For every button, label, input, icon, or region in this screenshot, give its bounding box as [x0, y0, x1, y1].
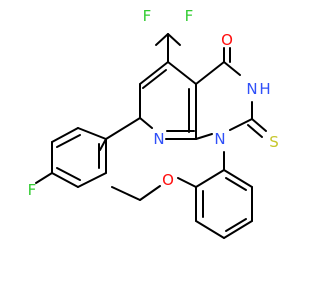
bond [51, 127, 79, 143]
aryl-fluorine-atom-label: F [28, 181, 37, 199]
pyridine-nitrogen-atom-label: N [153, 130, 164, 148]
bond [139, 185, 161, 201]
bond-layer [35, 33, 267, 239]
ether-oxygen-atom-label: O [162, 171, 174, 189]
bond [223, 220, 253, 239]
bond [229, 118, 253, 131]
bond [195, 220, 225, 239]
bond [56, 134, 81, 148]
bond [142, 69, 167, 89]
bond [139, 61, 169, 85]
bond [251, 118, 267, 132]
bond [167, 33, 181, 46]
hydrogen-atom-label: H [259, 80, 270, 98]
bond [167, 61, 197, 85]
bond [225, 177, 247, 191]
fluorine-atom-label: F [143, 7, 152, 25]
bond [225, 218, 247, 232]
bond [139, 117, 153, 129]
bond [105, 117, 141, 140]
molecule-canvas: F F O N H N N S F O [27, 7, 279, 239]
bond [155, 33, 169, 46]
bond [177, 177, 197, 188]
atom-label-layer: F F O N H N N S F O [28, 7, 279, 199]
bond [77, 127, 107, 140]
carbonyl-oxygen-atom-label: O [221, 31, 233, 49]
molecule-structure: F F O N H N N S F O [28, 7, 279, 239]
bond [56, 167, 81, 181]
nh-nitrogen-atom-label: N [246, 80, 257, 98]
bond [77, 172, 107, 188]
n1-nitrogen-atom-label: N [214, 130, 225, 148]
bond [51, 172, 79, 188]
fluorine-atom-label: F [185, 7, 194, 25]
bond [223, 169, 253, 188]
bond [35, 172, 53, 184]
bond [247, 124, 263, 138]
bond [195, 61, 225, 85]
bond [195, 133, 213, 140]
bond [195, 169, 225, 188]
sulfur-atom-label: S [269, 133, 279, 151]
bond [223, 61, 241, 76]
bond [111, 186, 141, 201]
